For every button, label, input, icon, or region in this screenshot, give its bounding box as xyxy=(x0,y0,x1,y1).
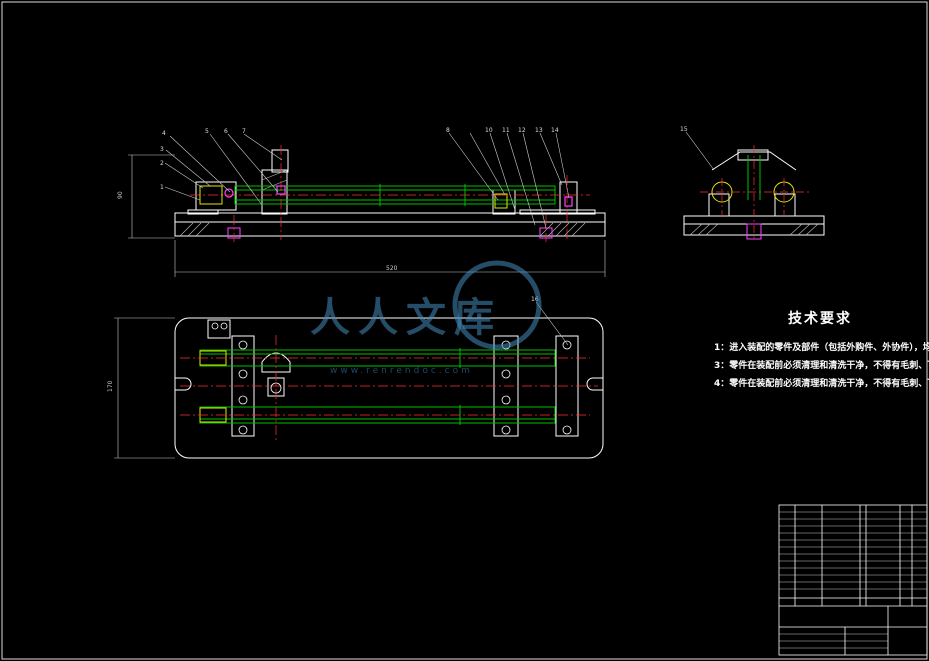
front-leaders xyxy=(164,132,570,229)
watermark-ring xyxy=(452,260,542,350)
top-view xyxy=(174,317,604,459)
front-magenta-parts xyxy=(224,185,573,207)
title-block-rows xyxy=(779,511,927,649)
callout-14: 14 xyxy=(551,127,559,134)
front-callouts: 1 2 3 4 5 6 7 8 10 11 12 13 14 xyxy=(160,127,559,191)
top-centerlines xyxy=(180,335,598,440)
tech-requirements-title: 技术要求 xyxy=(788,311,852,327)
dim-top-width: 170 xyxy=(107,380,114,392)
watermark-text: 人人文库 xyxy=(310,295,502,341)
top-dimensions xyxy=(114,301,569,459)
callout-11: 11 xyxy=(502,127,510,134)
callout-15: 15 xyxy=(680,126,688,133)
front-yellow-parts xyxy=(199,185,508,209)
side-centerlines xyxy=(700,145,810,240)
title-block xyxy=(778,504,928,656)
dim-front-length: 520 xyxy=(386,265,398,272)
top-rods xyxy=(199,348,556,425)
side-leader xyxy=(685,131,715,171)
callout-6: 6 xyxy=(224,128,228,135)
callout-7: 7 xyxy=(242,128,246,135)
callout-16: 16 xyxy=(531,296,539,303)
callout-2: 2 xyxy=(160,160,164,167)
callout-1: 1 xyxy=(160,184,164,191)
side-hatching xyxy=(689,223,819,236)
callout-3: 3 xyxy=(160,146,164,153)
side-bolt xyxy=(746,223,762,240)
tech-requirement-4: 4：零件在装配前必须清理和清洗干净，不得有毛刺、飞边 xyxy=(714,379,929,389)
callout-8: 8 xyxy=(446,127,450,134)
tech-requirement-3: 3：零件在装配前必须清理和清洗干净，不得有毛刺、飞边 xyxy=(714,361,929,371)
tech-requirement-1: 1：进入装配的零件及部件（包括外购件、外协件），均必 xyxy=(714,343,929,353)
side-green xyxy=(747,155,761,200)
top-fasteners xyxy=(211,322,572,435)
callout-10: 10 xyxy=(485,127,493,134)
callout-12: 12 xyxy=(518,127,526,134)
dim-front-height: 90 xyxy=(117,191,124,199)
callout-4: 4 xyxy=(162,130,166,137)
callout-5: 5 xyxy=(205,128,209,135)
front-view xyxy=(174,149,606,239)
front-centerlines xyxy=(190,145,590,242)
top-yellow-ends xyxy=(199,350,227,423)
front-dimensions xyxy=(128,154,606,277)
callout-13: 13 xyxy=(535,127,543,134)
watermark-url: www.renrendoc.com xyxy=(330,366,473,376)
